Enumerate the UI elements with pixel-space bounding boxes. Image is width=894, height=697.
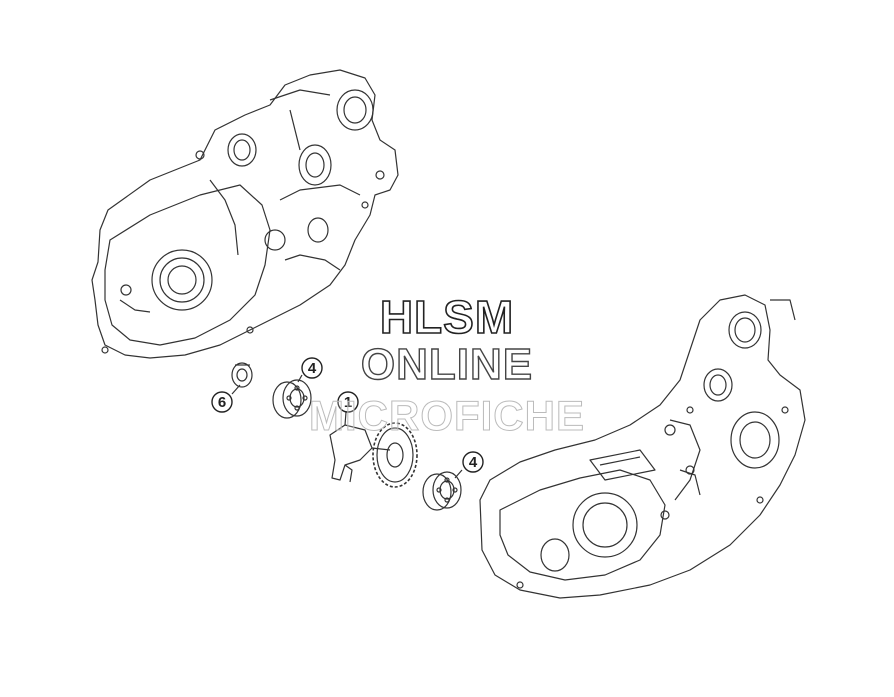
callout-6-number: 6 [218,394,226,411]
callout-4-upper: 4 [301,357,323,379]
seal-ring-part [231,362,253,388]
bearing-upper-part [272,379,312,419]
callout-4-lower: 4 [462,451,484,473]
leader-line-1 [344,411,347,426]
shaft-with-gear-part [329,422,418,488]
callout-4-upper-number: 4 [308,360,317,377]
callout-1-number: 1 [344,394,352,411]
bearing-lower-part [422,471,462,511]
leader-line-4-lower [454,469,463,479]
left-crankcase-half [91,69,399,359]
callout-4-lower-number: 4 [469,454,478,471]
callout-1: 1 [337,391,359,413]
right-crankcase-half [479,294,806,599]
leader-line-6 [231,384,241,395]
leader-line-4-upper [297,374,303,383]
callout-6: 6 [211,391,233,413]
